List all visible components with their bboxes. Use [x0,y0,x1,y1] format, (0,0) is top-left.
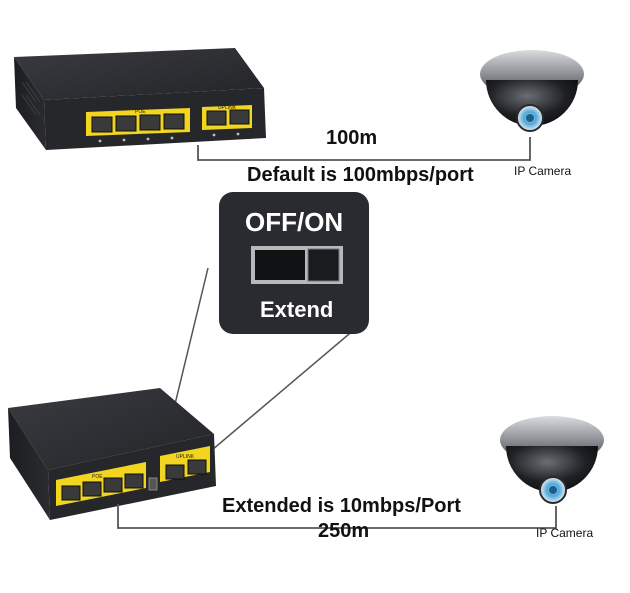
top-switch-uplink-label: UPLINK [218,105,237,111]
top-distance-label: 100m [326,127,378,149]
top-camera-lens-core [526,114,534,122]
zoom-pointer-right [211,317,369,451]
bottom-ip-camera [500,416,604,504]
top-mode-text: Default is 100mbps/port [247,164,474,186]
top-ip-camera [480,50,584,132]
top-switch-poe-label: POE [135,109,146,115]
dip-mode-label: Extend [260,297,334,322]
top-switch-lid [14,48,264,100]
bottom-camera-label: IP Camera [536,526,594,540]
top-switch-ports [91,109,250,133]
bottom-camera-lens-core [549,486,557,494]
bottom-camera-dome [506,446,598,492]
top-cable [197,137,531,161]
bottom-switch-uplink-label: UPLINK [176,454,195,460]
bottom-switch-ports [61,459,207,501]
bottom-cable [117,504,557,529]
top-poe-switch: POE UPLINK [14,48,266,150]
top-switch-side [14,57,46,150]
bottom-switch-lid [8,388,214,470]
dip-switch-panel [219,192,369,334]
bottom-poe-switch: POE UPLINK [8,388,216,520]
top-camera-dome [486,80,578,126]
dip-switch-track [255,250,305,280]
dip-switch-toggle[interactable] [307,248,340,282]
top-switch-vents [21,81,41,116]
top-switch-leds [98,132,240,143]
top-camera-label: IP Camera [514,164,572,178]
bottom-switch-side [8,408,50,520]
bottom-switch-dip[interactable] [148,477,158,491]
dip-state-label: OFF/ON [245,207,344,237]
bottom-distance-label: 250m [318,520,370,542]
bottom-mode-text: Extended is 10mbps/Port [222,495,461,517]
bottom-switch-poe-label: POE [92,474,103,480]
